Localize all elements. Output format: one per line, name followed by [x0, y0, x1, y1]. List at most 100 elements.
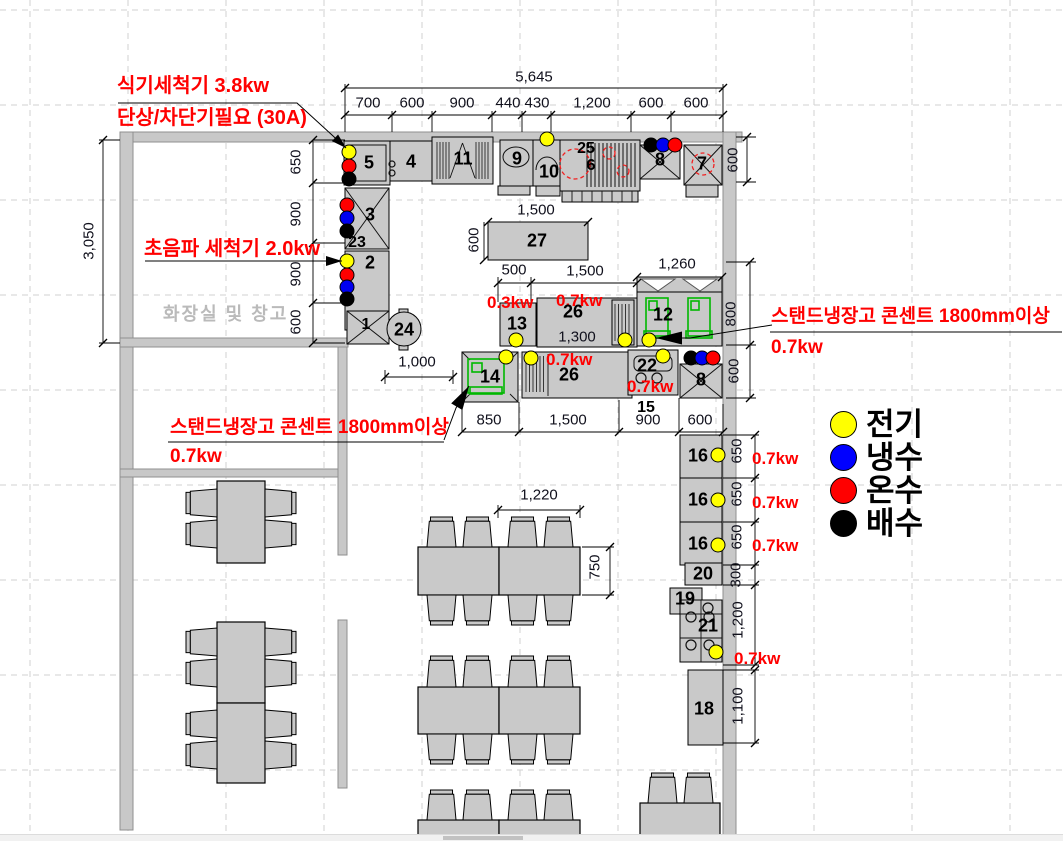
chair-back [185, 630, 191, 654]
dimension-text: 1,300 [558, 328, 596, 346]
chair-back [510, 789, 535, 795]
leader-arrowhead [451, 386, 469, 410]
dimension-tick [750, 660, 760, 670]
dimension-text: 600 [399, 94, 425, 112]
chair-back [465, 759, 490, 765]
service-dot-drain [339, 223, 355, 239]
dimension-tick [605, 542, 615, 552]
service-dot-electric [641, 332, 657, 348]
equipment-label-22: 22 [636, 355, 658, 376]
refrigerator-outline [648, 300, 658, 311]
service-dot-electric [523, 350, 539, 366]
dimension-tick [526, 278, 536, 288]
dimension-tick [487, 110, 497, 120]
dimension-tick [493, 278, 503, 288]
dimension-tick [308, 238, 318, 248]
equipment-box [684, 562, 723, 586]
chair [647, 776, 678, 804]
equipment-label-4: 4 [405, 151, 417, 172]
chair-back [291, 661, 297, 685]
fixture [561, 190, 639, 203]
dimension-tick [626, 110, 636, 120]
chair [462, 659, 493, 688]
note-fridge-outlet-left: 스탠드냉장고 콘센트 1800mm이상 [170, 417, 449, 438]
equipment-label-27: 27 [526, 230, 548, 251]
dimension-tick [745, 257, 755, 267]
equipment-deco [683, 144, 723, 186]
dimension-text: 650 [287, 149, 305, 175]
legend: 전기 냉수 온수 배수 [830, 408, 923, 540]
drain-dot-icon [830, 510, 857, 537]
dining-table [417, 686, 500, 735]
wall [119, 468, 347, 478]
knob-circle [702, 602, 714, 614]
leader-arrowhead [326, 256, 342, 266]
sink-bowl [502, 146, 530, 168]
equipment-detail [509, 393, 519, 403]
dimension-text: 750 [586, 554, 604, 580]
chair-back [429, 655, 454, 661]
stove-top [633, 355, 673, 372]
chair [507, 793, 538, 821]
legend-label-electric: 전기 [866, 407, 924, 442]
equipment-deco [462, 142, 476, 179]
dimension-tick [742, 132, 752, 142]
refrigerator-outline [469, 386, 503, 395]
scrollbar-thumb[interactable] [443, 836, 523, 840]
chair-back [686, 772, 711, 778]
knob-circle [651, 372, 663, 384]
dimension-tick [479, 255, 489, 265]
chair [264, 658, 293, 688]
dimension-text: 1,260 [658, 255, 696, 273]
dimension-tick [750, 738, 760, 748]
dimension-text: 600 [638, 94, 664, 112]
fixture [685, 183, 719, 198]
refrigerator-outline [471, 362, 483, 373]
wall [337, 346, 348, 556]
service-dot-electric [710, 492, 726, 508]
dimension-text: 1,500 [566, 262, 604, 280]
chair-back [465, 789, 490, 795]
dimension-tick [750, 473, 760, 483]
knob-circle [685, 639, 697, 651]
dimension-tick [308, 338, 318, 348]
dimension-tick [457, 427, 467, 437]
chair [683, 776, 714, 804]
equipment-label-8: 8 [654, 149, 666, 170]
dimension-tick [340, 110, 350, 120]
equipment-label-9: 9 [511, 148, 523, 169]
dimension-tick [387, 110, 397, 120]
service-dot-electric [508, 332, 524, 348]
equipment-label-26: 26 [562, 301, 584, 322]
equipment-label-21: 21 [697, 615, 719, 636]
dining-table [417, 546, 500, 596]
dimension-tick [750, 430, 760, 440]
chair-back [546, 516, 571, 522]
dimension-text: 500 [501, 261, 527, 279]
dimension-tick [666, 110, 676, 120]
dimension-text: 900 [287, 261, 305, 287]
dimension-tick [448, 372, 458, 382]
dimension-tick [674, 427, 684, 437]
burner-symbol [691, 152, 715, 176]
chair [507, 594, 538, 622]
dimension-tick [98, 338, 108, 348]
dimension-text: 900 [635, 411, 661, 429]
chair [426, 594, 457, 622]
chair [543, 520, 574, 548]
chair [543, 733, 574, 761]
note-kw-26: 0.7kw [546, 350, 593, 369]
dimension-text: 800 [722, 301, 740, 327]
equipment-label-1: 1 [361, 316, 371, 333]
equipment-label-12: 12 [652, 304, 674, 325]
dimension-tick [614, 427, 624, 437]
equipment-label-3: 3 [364, 204, 376, 225]
chair [264, 519, 293, 549]
dimension-tick [514, 427, 524, 437]
horizontal-scrollbar[interactable] [0, 834, 1063, 841]
chair-back [185, 661, 191, 685]
chair [543, 594, 574, 622]
dining-table [216, 621, 266, 704]
chair-back [650, 772, 675, 778]
